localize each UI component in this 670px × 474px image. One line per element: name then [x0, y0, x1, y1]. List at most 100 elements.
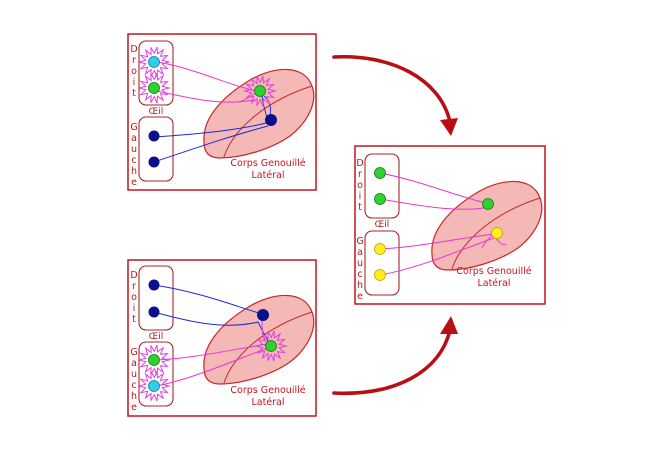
svg-text:o: o — [357, 180, 363, 191]
svg-text:a: a — [131, 133, 137, 144]
svg-text:D: D — [356, 158, 363, 169]
magenta-pathway — [495, 237, 507, 246]
lgn-label-line2: Latéral — [477, 278, 510, 289]
left-eye-label: G a u c h e — [356, 236, 363, 302]
svg-text:c: c — [131, 380, 136, 391]
panel-bottom-left: D r o i t Œil G a u c h e Corps Genouill… — [127, 259, 317, 417]
lgn-layer-line — [451, 197, 541, 270]
eye-label: Œil — [149, 107, 164, 117]
eye-box-right — [138, 265, 174, 331]
cell-dark-blue — [148, 279, 160, 291]
starburst — [137, 344, 171, 376]
svg-text:r: r — [358, 169, 362, 180]
cell-cyan — [148, 380, 160, 392]
cell-green — [482, 198, 494, 210]
svg-text:i: i — [133, 77, 136, 88]
left-eye-label: G a u c h e — [130, 347, 137, 413]
eye-box-left — [364, 230, 400, 296]
svg-text:u: u — [131, 369, 137, 380]
svg-text:t: t — [132, 314, 136, 325]
cell-yellow — [374, 243, 386, 255]
cell-cyan — [148, 56, 160, 68]
cell-yellow — [491, 227, 503, 239]
eye-label: Œil — [149, 332, 164, 342]
arrow-top — [332, 54, 458, 136]
cell-dark-blue — [148, 306, 160, 318]
blue-pathway — [153, 311, 259, 326]
svg-text:D: D — [130, 44, 137, 55]
starburst — [137, 370, 171, 402]
lgn-label-line1: Corps Genouillé — [230, 385, 305, 396]
svg-text:a: a — [131, 358, 137, 369]
cell-dark-blue — [265, 114, 277, 126]
lgn-nucleus — [431, 180, 543, 271]
panel-top-left: D r o i t Œil G a u c h e Corps Genouill… — [127, 33, 317, 191]
svg-text:e: e — [357, 291, 363, 302]
svg-text:e: e — [131, 177, 137, 188]
blue-pathway — [153, 125, 269, 163]
svg-text:G: G — [130, 122, 137, 133]
starburst — [243, 75, 277, 107]
left-eye-label: G a u c h e — [130, 122, 137, 188]
lgn-label-line2: Latéral — [251, 397, 284, 408]
right-eye-label: D r o i t — [130, 270, 137, 325]
lgn-layer-line — [223, 85, 313, 158]
magenta-pathway — [379, 172, 487, 204]
svg-text:t: t — [132, 88, 136, 99]
cell-green — [148, 354, 160, 366]
cell-green — [148, 82, 160, 94]
eye-label: Œil — [375, 220, 390, 230]
cell-green — [374, 167, 386, 179]
cell-green — [265, 340, 277, 352]
svg-text:G: G — [356, 236, 363, 247]
svg-text:a: a — [357, 247, 363, 258]
cell-yellow — [374, 269, 386, 281]
lgn-layer-line — [223, 311, 313, 384]
svg-text:r: r — [132, 281, 136, 292]
eye-box-left — [138, 116, 174, 182]
lgn-nucleus — [203, 68, 315, 159]
svg-text:G: G — [130, 347, 137, 358]
eye-box-left — [138, 341, 174, 407]
cell-dark-blue — [148, 130, 160, 142]
magenta-pathway — [379, 237, 495, 276]
svg-text:o: o — [131, 292, 137, 303]
svg-text:o: o — [131, 66, 137, 77]
magenta-pathway — [156, 347, 269, 387]
eye-box-right — [364, 153, 400, 219]
svg-text:c: c — [357, 269, 362, 280]
lgn-label-line2: Latéral — [251, 170, 284, 181]
starburst — [254, 330, 288, 362]
svg-text:u: u — [357, 258, 363, 269]
svg-text:i: i — [133, 303, 136, 314]
svg-text:u: u — [131, 144, 137, 155]
magenta-pathway — [379, 198, 485, 210]
right-eye-label: D r o i t — [356, 158, 363, 213]
blue-pathway — [153, 121, 271, 138]
cell-green — [254, 85, 266, 97]
svg-text:t: t — [358, 202, 362, 213]
svg-text:r: r — [132, 55, 136, 66]
magenta-pathway — [379, 233, 495, 250]
starburst — [137, 46, 171, 78]
panel-right: D r o i t Œil G a u c h e Corps Genouill… — [354, 145, 546, 305]
blue-pathway — [153, 284, 263, 315]
svg-text:e: e — [131, 402, 137, 413]
lgn-label-line1: Corps Genouillé — [230, 158, 305, 169]
right-eye-label: D r o i t — [130, 44, 137, 99]
starburst — [137, 72, 171, 104]
lgn-label-line1: Corps Genouillé — [456, 266, 531, 277]
svg-text:i: i — [359, 191, 362, 202]
svg-text:h: h — [357, 280, 363, 291]
eye-box-right — [138, 40, 174, 106]
cell-dark-blue — [257, 309, 269, 321]
svg-text:c: c — [131, 155, 136, 166]
svg-text:D: D — [130, 270, 137, 281]
cell-green — [374, 193, 386, 205]
arrow-bottom — [332, 316, 458, 396]
cell-dark-blue — [148, 156, 160, 168]
svg-text:h: h — [131, 391, 137, 402]
magenta-pathway — [156, 90, 256, 103]
svg-text:h: h — [131, 166, 137, 177]
